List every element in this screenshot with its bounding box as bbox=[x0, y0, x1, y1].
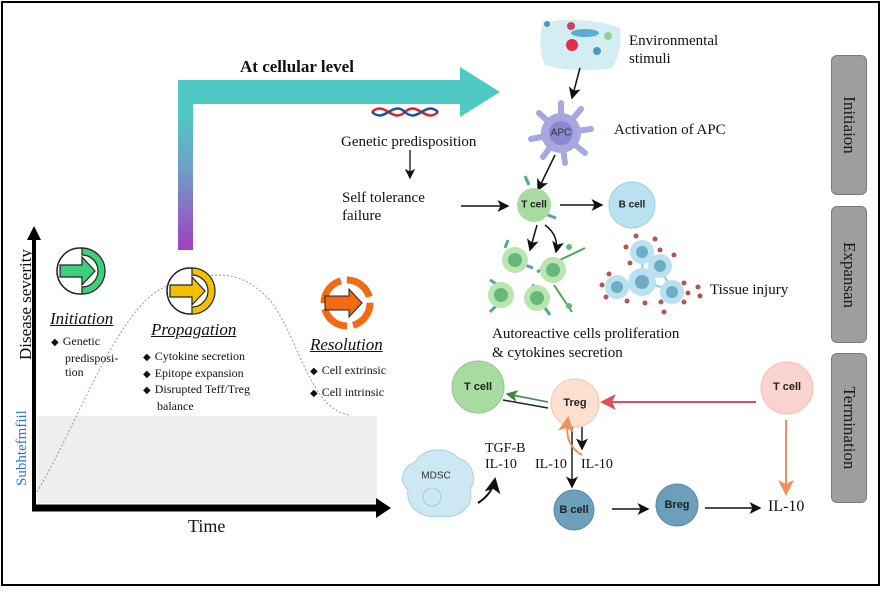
propagation-icon bbox=[166, 267, 216, 315]
tab-initiation-label: Initiaion bbox=[840, 96, 859, 154]
tcell-termination-left bbox=[451, 360, 505, 414]
treg-label: Treg bbox=[563, 397, 587, 409]
il10-left-label: IL-10 bbox=[535, 457, 567, 472]
initiation-bullet-1-cont: predisposi- bbox=[65, 350, 119, 365]
tcell-to-proliferation-arrow-1 bbox=[527, 224, 539, 252]
bcell-termination-label: B cell bbox=[559, 504, 589, 516]
tissue-injury-label: Tissue injury bbox=[710, 282, 789, 298]
subclinical-zone bbox=[37, 416, 377, 503]
breg-cell bbox=[655, 483, 699, 527]
environmental-stimuli-line-1: Environmental bbox=[629, 33, 719, 49]
tcell-to-proliferation-arrow-2 bbox=[544, 224, 564, 254]
proliferating-tcells bbox=[488, 239, 586, 316]
initiation-bullets: ◆Genetic predisposi- tion bbox=[51, 334, 119, 379]
proliferation-label: Autoreactive cells proliferation & cytok… bbox=[492, 325, 679, 363]
il10-right-label: IL-10 bbox=[581, 457, 613, 472]
x-axis-label: Time bbox=[188, 516, 226, 536]
phase-propagation-title: Propagation bbox=[151, 320, 237, 339]
breg-label: Breg bbox=[664, 499, 690, 511]
tcell-termination-left-label: T cell bbox=[463, 381, 493, 393]
y-axis-sublabel: Subhtefmfiil bbox=[14, 410, 30, 486]
propagation-bullet-3: Disrupted Teff/Treg bbox=[154, 382, 250, 396]
initiation-bullet-1-cont2: tion bbox=[65, 365, 84, 379]
mdsc-cytokines-label: TGF-B IL-10 bbox=[485, 441, 525, 473]
apc-cell bbox=[528, 100, 594, 166]
tab-expansion-label: Expansan bbox=[840, 241, 859, 308]
tab-expansion: Expansan bbox=[831, 206, 867, 343]
dna-icon bbox=[371, 107, 439, 117]
treg-cell bbox=[550, 378, 600, 428]
propagation-bullets: ◆Cytokine secretion ◆Epitope expansion ◆… bbox=[143, 349, 250, 413]
tab-initiation: Initiaion bbox=[831, 55, 867, 195]
environmental-stimuli-line-2: stimuli bbox=[629, 51, 671, 67]
tissue-injury-cluster bbox=[599, 233, 703, 315]
bcell-termination bbox=[553, 489, 595, 531]
self-tolerance-label: Self tolerance failure bbox=[342, 189, 425, 225]
resolution-bullets: ◆Cell extrinsic ◆Cell intrinsic bbox=[310, 363, 387, 399]
cellular-level-arrow bbox=[178, 67, 500, 250]
il10-output-label: IL-10 bbox=[768, 498, 805, 515]
mdsc-cell bbox=[401, 449, 474, 518]
bcell-expansion-label: B cell bbox=[618, 199, 646, 211]
proliferation-line-1: Autoreactive cells proliferation bbox=[492, 326, 680, 342]
y-axis-arrowhead bbox=[27, 226, 41, 240]
mdsc-label: MDSC bbox=[421, 470, 451, 482]
y-axis-label: Disease severity bbox=[16, 249, 35, 360]
environmental-stimuli-image bbox=[540, 20, 621, 71]
propagation-bullet-3-cont: balance bbox=[157, 398, 194, 413]
il10-to-treg-orange-arrow bbox=[558, 416, 583, 456]
phase-initiation-title: Initiation bbox=[50, 309, 114, 328]
stimuli-to-apc-arrow bbox=[568, 67, 581, 100]
mdsc-to-cytokines-arrow bbox=[477, 477, 501, 504]
resolution-icon bbox=[320, 276, 374, 330]
resolution-bullet-2: Cell intrinsic bbox=[321, 385, 385, 399]
propagation-bullet-1: Cytokine secretion bbox=[154, 349, 246, 363]
tcell-expansion-label: T cell bbox=[521, 199, 547, 211]
resolution-bullet-1: Cell extrinsic bbox=[321, 363, 387, 377]
phase-resolution-title: Resolution bbox=[310, 335, 383, 354]
tcell-expansion bbox=[517, 175, 557, 222]
self-tolerance-line-1: Self tolerance bbox=[342, 190, 425, 206]
environmental-stimuli-label: Environmental stimuli bbox=[629, 32, 718, 68]
x-axis-arrowhead bbox=[376, 498, 391, 518]
apc-label: APC bbox=[550, 127, 572, 139]
tab-termination: Termination bbox=[831, 353, 867, 503]
apc-to-tcell-arrow bbox=[537, 154, 556, 192]
proliferation-line-2: & cytokines secretion bbox=[492, 345, 623, 361]
treg-to-tcell-green-arrow bbox=[505, 390, 549, 403]
propagation-bullet-2: Epitope expansion bbox=[154, 365, 244, 380]
initiation-bullet-1: Genetic bbox=[62, 334, 101, 348]
disease-curve bbox=[36, 274, 351, 493]
initiation-icon bbox=[56, 247, 106, 295]
self-tolerance-line-2: failure bbox=[342, 208, 382, 224]
genetic-predisposition-label: Genetic predisposition bbox=[341, 134, 477, 150]
activation-of-apc-label: Activation of APC bbox=[614, 122, 726, 138]
treg-to-tcell-black-line bbox=[502, 399, 549, 409]
tgf-b-label: TGF-B bbox=[485, 441, 526, 456]
cellular-level-title: At cellular level bbox=[240, 57, 354, 76]
mdsc-il10-label: IL-10 bbox=[485, 457, 517, 472]
tcell-termination-right-label: T cell bbox=[772, 381, 802, 393]
tcell-termination-right bbox=[760, 361, 814, 415]
bcell-expansion bbox=[608, 181, 656, 229]
tab-termination-label: Termination bbox=[840, 386, 859, 470]
